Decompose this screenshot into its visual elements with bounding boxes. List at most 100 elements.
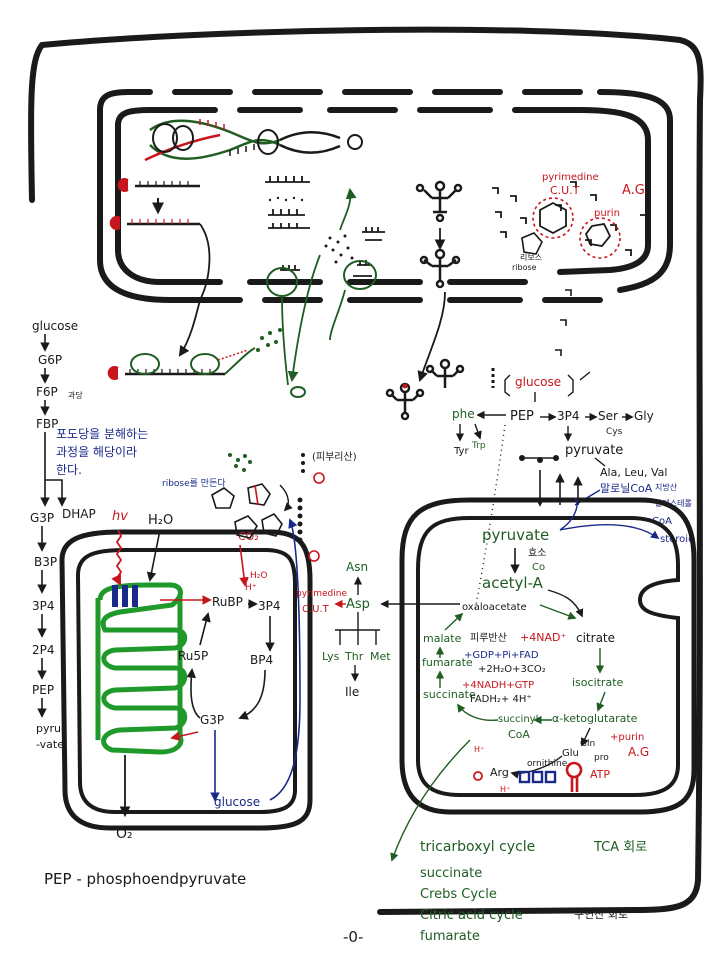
mito-fadh: FADH₂+ 4H⁺ — [470, 694, 532, 705]
calvin-3p4: 3P4 — [258, 599, 281, 613]
hv-label: hv — [112, 509, 128, 524]
ribose-ring — [521, 232, 543, 255]
ribose-pentagon-2 — [247, 483, 271, 506]
purine-circle — [579, 217, 621, 259]
trna-membrane — [419, 248, 461, 289]
cyto-steroid: steroid — [660, 534, 694, 545]
glucose-in — [579, 371, 591, 381]
amino-lys: Lys — [322, 650, 340, 663]
translation-dots — [256, 328, 282, 352]
asp-branches — [335, 612, 380, 645]
photosystem-2 — [122, 585, 128, 607]
trna-cytoplasm-2 — [385, 382, 425, 421]
photosystem-1 — [112, 585, 118, 607]
nucleus-cut-label: C.U.T — [550, 184, 580, 197]
vesicle-2 — [343, 260, 377, 290]
calvin-rubp: RuBP — [212, 595, 243, 609]
note-tca-2: TCA 회로 — [593, 840, 647, 855]
glucose-bracket-r — [567, 374, 574, 397]
glycolysis-step-8: PEP — [32, 683, 54, 697]
pyrimidine-circle — [532, 197, 574, 239]
mito-gln: Gln — [580, 739, 595, 749]
cyto-ser: Ser — [598, 409, 618, 423]
cyto-trp: Trp — [471, 441, 486, 451]
mito-pro: pro — [594, 753, 609, 763]
glycolysis-step-9: pyru- — [36, 722, 65, 735]
glucose-bracket — [504, 374, 511, 397]
cyto-pyruvate: pyruvate — [565, 443, 623, 458]
glycolysis-note-1: 포도당을 분해하는 — [56, 427, 148, 441]
glycolysis-note-3: 한다. — [56, 463, 82, 477]
calvin-h-plus: H⁺ — [245, 583, 257, 593]
mito-acetyl: acetyl-A — [482, 574, 544, 592]
mito-to-notes — [390, 739, 471, 862]
malate-to-oxalo — [444, 612, 464, 631]
pyruvate-to-ala — [594, 457, 606, 467]
red-dot-trna — [402, 383, 408, 389]
glycolysis-step-7: 2P4 — [32, 643, 55, 657]
nucleus-pyrimidine-label: pyrimedine — [542, 172, 599, 183]
page-number: -0- — [343, 928, 363, 946]
ribose-pentagon-1 — [211, 487, 235, 509]
amino-asp: Asp — [346, 597, 370, 612]
bp4-to-g3p — [238, 669, 266, 720]
succinyl-to-succinate — [457, 703, 499, 722]
amino-cut: C.U.T — [302, 604, 330, 615]
green-arrow-1 — [339, 187, 357, 231]
mito-ornithine: ornithine — [527, 759, 568, 769]
purine-ring — [584, 223, 612, 247]
note-pep-def: PEP - phosphoendpyruvate — [44, 870, 246, 888]
mito-ketoglutarate: α-ketoglutarate — [552, 712, 638, 725]
glu-to-arg — [510, 755, 563, 779]
pyrimidine-ring — [539, 201, 567, 235]
mito-h-plus-2: H⁺ — [500, 785, 510, 794]
mito-atp: ATP — [590, 768, 610, 781]
ribose-note-2: ribose — [512, 263, 537, 272]
amino-thr: Thr — [344, 650, 364, 663]
photosystem-3 — [132, 585, 138, 607]
mito-enzyme: 효소 — [528, 547, 546, 559]
dna-replication — [144, 119, 363, 162]
cyto-cholesterol: 콜레스테롤 — [655, 499, 692, 508]
mito-purin: +purin — [610, 732, 644, 743]
green-arrow-4 — [281, 295, 289, 386]
isocitrate-to-akg — [596, 691, 606, 712]
mito-arg: Arg — [490, 766, 509, 779]
note-tca-3: succinate — [420, 866, 482, 881]
nucleus-purin-label: purin — [594, 208, 620, 219]
mito-cycle-note: 피루반산 — [470, 632, 507, 644]
glucose-out — [269, 518, 301, 801]
cyto-tyr: Tyr — [453, 446, 469, 457]
note-tca-4: Crebs Cycle — [420, 887, 497, 902]
mito-coa: CoA — [508, 728, 530, 741]
fatty-note: (피부리산) — [312, 451, 357, 463]
g3p-to-ru5p — [186, 668, 201, 719]
glycolysis-step-10: -vate — [36, 738, 64, 751]
nucleotide-path — [555, 289, 572, 356]
glycolysis-step-5: B3P — [34, 555, 57, 569]
calvin-bp4: BP4 — [250, 653, 273, 667]
phe-to-trp — [473, 423, 482, 440]
mito-succinate: succinate — [423, 688, 476, 701]
chloroplast-h2o-small: H₂O — [250, 571, 267, 581]
chloroplast-outer — [59, 529, 313, 831]
mito-pyruvate: pyruvate — [482, 526, 549, 544]
amino-asn: Asn — [346, 560, 368, 574]
cyto-gly: Gly — [634, 409, 654, 423]
rna-fragments — [265, 176, 385, 277]
trna-cytoplasm-1 — [425, 358, 465, 388]
calvin-ru5p: Ru5P — [178, 649, 208, 663]
cyto-malonyl: 말로닐CoA — [600, 482, 653, 495]
mito-succinyl: succinyl — [498, 714, 538, 725]
hv-wave — [111, 529, 123, 586]
thylakoid-stack — [95, 582, 188, 755]
green-arrow-3 — [329, 289, 346, 341]
cyto-ala-leu-val: Ala, Leu, Val — [600, 466, 667, 479]
dhap-label: DHAP — [62, 507, 96, 521]
mito-inner — [416, 516, 680, 797]
mito-gdp: +GDP+Pi+FAD — [464, 650, 539, 661]
ribose-pentagon-4 — [261, 512, 283, 537]
rna-dots — [268, 196, 354, 264]
